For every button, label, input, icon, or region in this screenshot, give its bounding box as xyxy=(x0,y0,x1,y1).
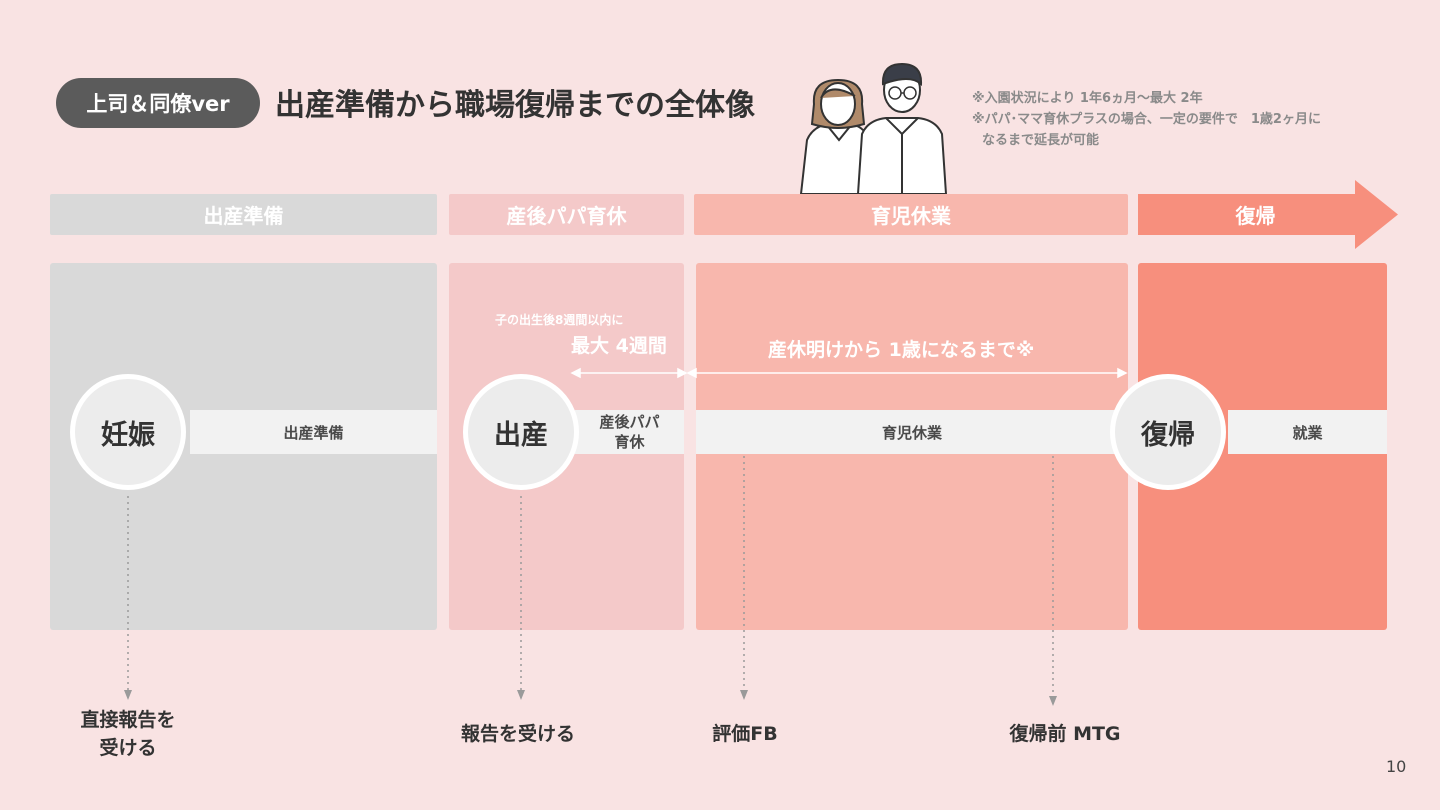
phase-prep: 出産準備 xyxy=(50,194,437,235)
woman-figure xyxy=(799,78,874,195)
note-line-3: なるまで延長が可能 xyxy=(982,133,1100,148)
band-work: 就業 xyxy=(1228,410,1387,454)
action-pre-return-mtg: 復帰前 MTG xyxy=(1009,723,1121,745)
band-papa-label: 産後パパ 育休 xyxy=(599,413,660,451)
phase-return: 復帰 xyxy=(1235,204,1276,228)
action-direct-report: 直接報告を 受ける xyxy=(80,709,176,759)
phase-childcare-leave: 育児休業 xyxy=(694,194,1128,235)
band-prep: 出産準備 xyxy=(190,410,437,454)
page-number: 10 xyxy=(1386,757,1407,776)
milestone-pregnancy: 妊娠 xyxy=(70,374,186,490)
page-title: 出産準備から職場復帰までの全体像 xyxy=(275,88,755,123)
span-papa-small-label: 子の出生後8週間以内に xyxy=(495,313,624,327)
version-badge: 上司＆同僚ver xyxy=(56,78,260,128)
milestone-birth: 出産 xyxy=(463,374,579,490)
band-childcare-leave: 育児休業 xyxy=(696,410,1128,454)
band-leave-label: 育児休業 xyxy=(881,423,942,442)
band-papa-leave: 産後パパ 育休 xyxy=(575,410,684,454)
span-leave-label: 産休明けから 1歳になるまで※ xyxy=(768,339,1035,361)
action-evaluation-fb: 評価FB xyxy=(712,723,778,745)
band-work-label: 就業 xyxy=(1292,423,1323,442)
phase-papa-leave: 産後パパ育休 xyxy=(449,194,684,235)
note-line-1: ※入園状況により 1年6ヵ月〜最大 2年 xyxy=(972,91,1203,106)
note-line-2: ※パパ･ママ育休プラスの場合、一定の要件で 1歳2ヶ月に xyxy=(972,112,1321,127)
action-receive-report: 報告を受ける xyxy=(460,723,575,745)
band-prep-label: 出産準備 xyxy=(283,423,344,442)
milestone-return: 復帰 xyxy=(1110,374,1226,490)
man-figure xyxy=(856,62,948,195)
notes: ※入園状況により 1年6ヵ月〜最大 2年 ※パパ･ママ育休プラスの場合、一定の要… xyxy=(972,88,1321,151)
span-papa-big-label: 最大 4週間 xyxy=(571,335,667,357)
